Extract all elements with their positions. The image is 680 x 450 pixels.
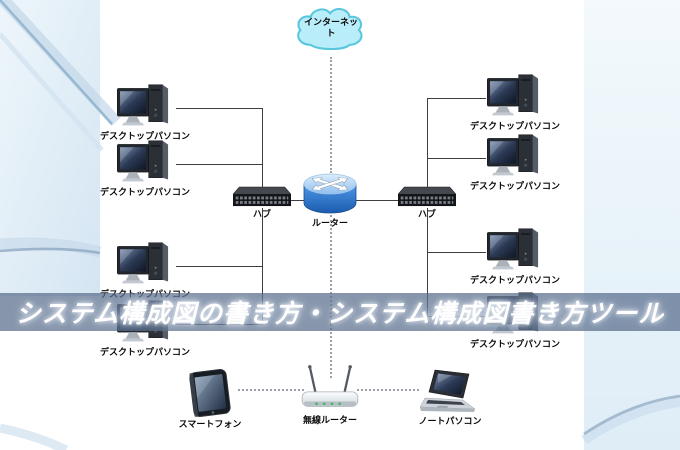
connection-line [427,158,486,159]
smartphone-icon [182,368,238,418]
router-label: ルーター [311,218,348,228]
hub-left-node: ハブ [218,186,306,219]
laptop-icon [418,369,482,415]
desktop-node: デスクトップパソコン [90,82,200,141]
connection-line [289,200,305,201]
desktop-label: デスクトップパソコン [99,187,190,197]
connection-line [176,164,262,165]
desktop-computer-icon [113,240,177,288]
connection-line [176,108,262,109]
connection-line [262,108,263,189]
desktop-label: デスクトップパソコン [469,339,560,349]
desktop-node: デスクトップパソコン [460,132,570,191]
connection-line [427,252,486,253]
wireless-router-node: 無線ルーター [276,364,384,425]
desktop-node: デスクトップパソコン [460,226,570,285]
title-banner: システム構成図の書き方・システム構成図書き方ツール [0,293,680,331]
page-title: システム構成図の書き方・システム構成図書き方ツール [15,300,665,328]
desktop-computer-icon [483,72,547,120]
wireless-router-icon [298,364,362,414]
hub-label: ハブ [417,209,436,219]
internet-label: インターネット [303,17,358,39]
hub-right-node: ハブ [383,186,471,219]
hub-icon [233,186,291,208]
connection-line [356,200,401,201]
connection-line [427,98,428,189]
hub-icon [398,186,456,208]
wireless-dotted-line [357,389,419,391]
router-icon [302,171,358,217]
desktop-node: デスクトップパソコン [460,290,570,349]
internet-dotted-line [330,57,332,173]
connection-line [427,98,486,99]
smartphone-node: スマートフォン [156,368,264,429]
connection-line [262,208,263,325]
hub-label: ハブ [252,209,271,219]
desktop-node: デスクトップパソコン [460,72,570,131]
internet-node: インターネット [287,4,375,56]
desktop-label: デスクトップパソコン [99,131,190,141]
desktop-node: デスクトップパソコン [90,138,200,197]
smartphone-label: スマートフォン [178,419,242,429]
connection-line [176,266,262,267]
desktop-label: デスクトップパソコン [99,347,190,357]
wireless-dotted-line [238,389,304,391]
connection-line [427,208,428,317]
laptop-node: ノートパソコン [396,369,504,426]
desktop-node: デスクトップパソコン [90,298,200,357]
wireless-router-label: 無線ルーター [302,415,357,425]
laptop-label: ノートパソコン [418,416,482,426]
desktop-computer-icon [483,226,547,274]
desktop-label: デスクトップパソコン [469,275,560,285]
desktop-computer-icon [483,132,547,180]
desktop-label: デスクトップパソコン [469,181,560,191]
router-node: ルーター [285,171,375,228]
desktop-computer-icon [113,82,177,130]
desktop-computer-icon [113,138,177,186]
desktop-label: デスクトップパソコン [469,121,560,131]
desktop-node: デスクトップパソコン [90,240,200,299]
